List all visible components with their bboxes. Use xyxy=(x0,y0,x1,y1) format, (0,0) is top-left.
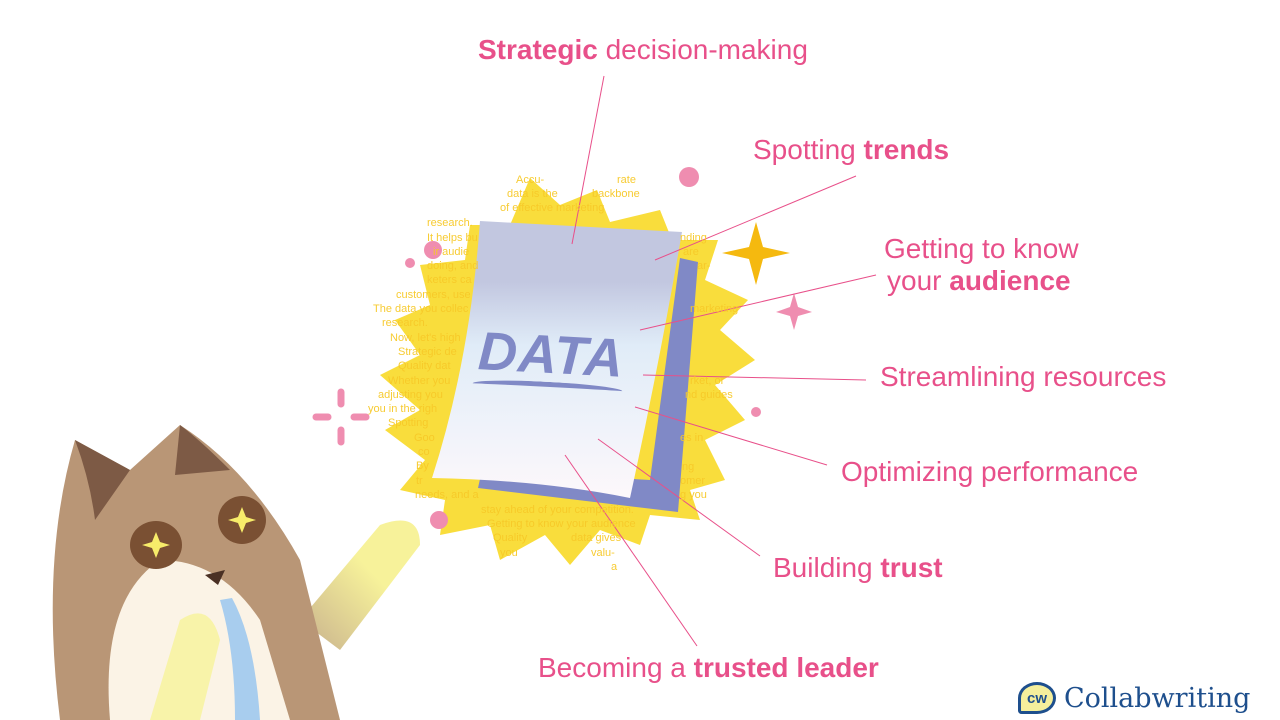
label-text: your xyxy=(887,265,950,296)
label-streamlining-resources: Streamlining resources xyxy=(880,361,1166,393)
leader-line-performance xyxy=(634,406,828,466)
label-text: decision-making xyxy=(597,34,808,65)
background-text-fragment: omer xyxy=(680,475,706,487)
sparkle-icon xyxy=(722,222,790,285)
label-text: Optimizing performance xyxy=(841,456,1139,487)
background-text-fragment: It helps bu xyxy=(427,232,478,244)
background-text-fragment: co xyxy=(418,446,430,458)
background-text-fragment: keters ca xyxy=(427,274,472,286)
label-strategic-decision-making: Strategic decision-making xyxy=(478,34,808,66)
dot xyxy=(751,407,761,417)
label-text: Spotting xyxy=(753,134,864,165)
background-text-fragment: Quality dat xyxy=(398,360,451,372)
background-text-fragment: you in the righ xyxy=(368,403,438,415)
background-text-fragment: Getting to know your audience xyxy=(487,518,636,530)
label-text: Getting to know xyxy=(884,233,1079,264)
label-becoming-trusted-leader: Becoming a trusted leader xyxy=(538,652,879,684)
background-text-fragment: The data you collec xyxy=(373,303,469,315)
background-text-fragment: Whether you xyxy=(388,375,451,387)
leader-lines xyxy=(564,75,877,647)
plus-sparkle-icon xyxy=(312,388,370,446)
logo-icon: cw xyxy=(1018,682,1056,714)
label-bold: trust xyxy=(880,552,943,583)
background-text-fragment: marketing xyxy=(690,303,739,315)
background-text-fragment: rate xyxy=(617,174,636,186)
label-text: Streamlining resources xyxy=(880,361,1167,392)
label-building-trust: Building trust xyxy=(773,552,943,584)
label-getting-to-know-audience: Getting to know your audience xyxy=(884,233,1079,297)
logo-letters: cw xyxy=(1026,689,1047,707)
leader-line-strategic xyxy=(571,75,605,245)
leader-line-leader xyxy=(564,454,698,647)
background-text-fragment: a xyxy=(611,561,618,573)
background-text-fragment: are xyxy=(683,246,699,258)
background-text-fragment: Strategic de xyxy=(398,346,457,358)
background-text-fragment: Goo xyxy=(414,432,435,444)
background-text-fragment: you xyxy=(500,547,518,559)
cat-illustration xyxy=(52,425,420,720)
collabwriting-logo[interactable]: cw Collabwriting xyxy=(1018,682,1250,714)
background-text-fragment: g you xyxy=(680,489,707,501)
background-text-fragment: es in xyxy=(680,432,704,444)
dot xyxy=(424,241,442,259)
label-optimizing-performance: Optimizing performance xyxy=(841,456,1138,488)
background-text-fragment: of effective marketing xyxy=(500,202,605,214)
background-text-fragment: needs, and a xyxy=(415,489,479,501)
label-bold: Strategic xyxy=(478,34,598,65)
background-text-fragment: ar- xyxy=(697,260,711,272)
sparkle-icon xyxy=(776,293,812,330)
background-text-fragment: ng xyxy=(682,461,695,473)
background-text-fragment: customers, use xyxy=(396,289,471,301)
background-text-fragment: adjusting you xyxy=(378,389,443,401)
label-bold: trusted leader xyxy=(693,652,879,683)
background-text-fragment: Spotting xyxy=(388,417,429,429)
background-text-fragment: research. xyxy=(382,317,428,329)
leader-line-trust xyxy=(597,438,761,557)
document-back xyxy=(478,258,698,512)
background-text-fragment: tr xyxy=(416,475,423,487)
background-text-fragment: Accu- xyxy=(516,174,545,186)
dot xyxy=(679,167,699,187)
background-text-fragment: backbone xyxy=(592,188,640,200)
dot xyxy=(405,258,415,268)
background-text-fragment: Now, let's high xyxy=(390,332,461,344)
background-text-fragment: ir audie xyxy=(433,246,470,258)
brand-name: Collabwriting xyxy=(1064,682,1251,714)
background-text-fragment: data gives xyxy=(571,532,622,544)
leader-line-audience xyxy=(639,274,877,331)
leader-line-trends xyxy=(654,175,857,261)
background-text-fragment: By xyxy=(416,460,429,472)
background-text-fragment: data is the xyxy=(507,188,558,200)
background-text-fragment: research. xyxy=(427,217,473,229)
background-text-fragment: nd guides xyxy=(685,389,733,401)
background-text-fragment: valu- xyxy=(591,547,615,559)
data-title-text: DATA xyxy=(476,321,626,389)
leader-line-resources xyxy=(642,374,867,381)
label-text: Building xyxy=(773,552,881,583)
document xyxy=(432,221,682,498)
document-title: DATA xyxy=(472,320,626,397)
background-text-fragment: Quality xyxy=(493,532,528,544)
dot xyxy=(430,511,448,529)
background-text-fragment: nding xyxy=(680,232,707,244)
background-text-fragment: rket, or xyxy=(690,375,725,387)
label-text: Becoming a xyxy=(538,652,694,683)
background-text-fragment: stay ahead of your competition. xyxy=(481,504,634,516)
label-bold: trends xyxy=(863,134,950,165)
background-text-fragment: doing, and xyxy=(427,260,479,272)
label-spotting-trends: Spotting trends xyxy=(753,134,949,166)
label-bold: audience xyxy=(949,265,1071,296)
